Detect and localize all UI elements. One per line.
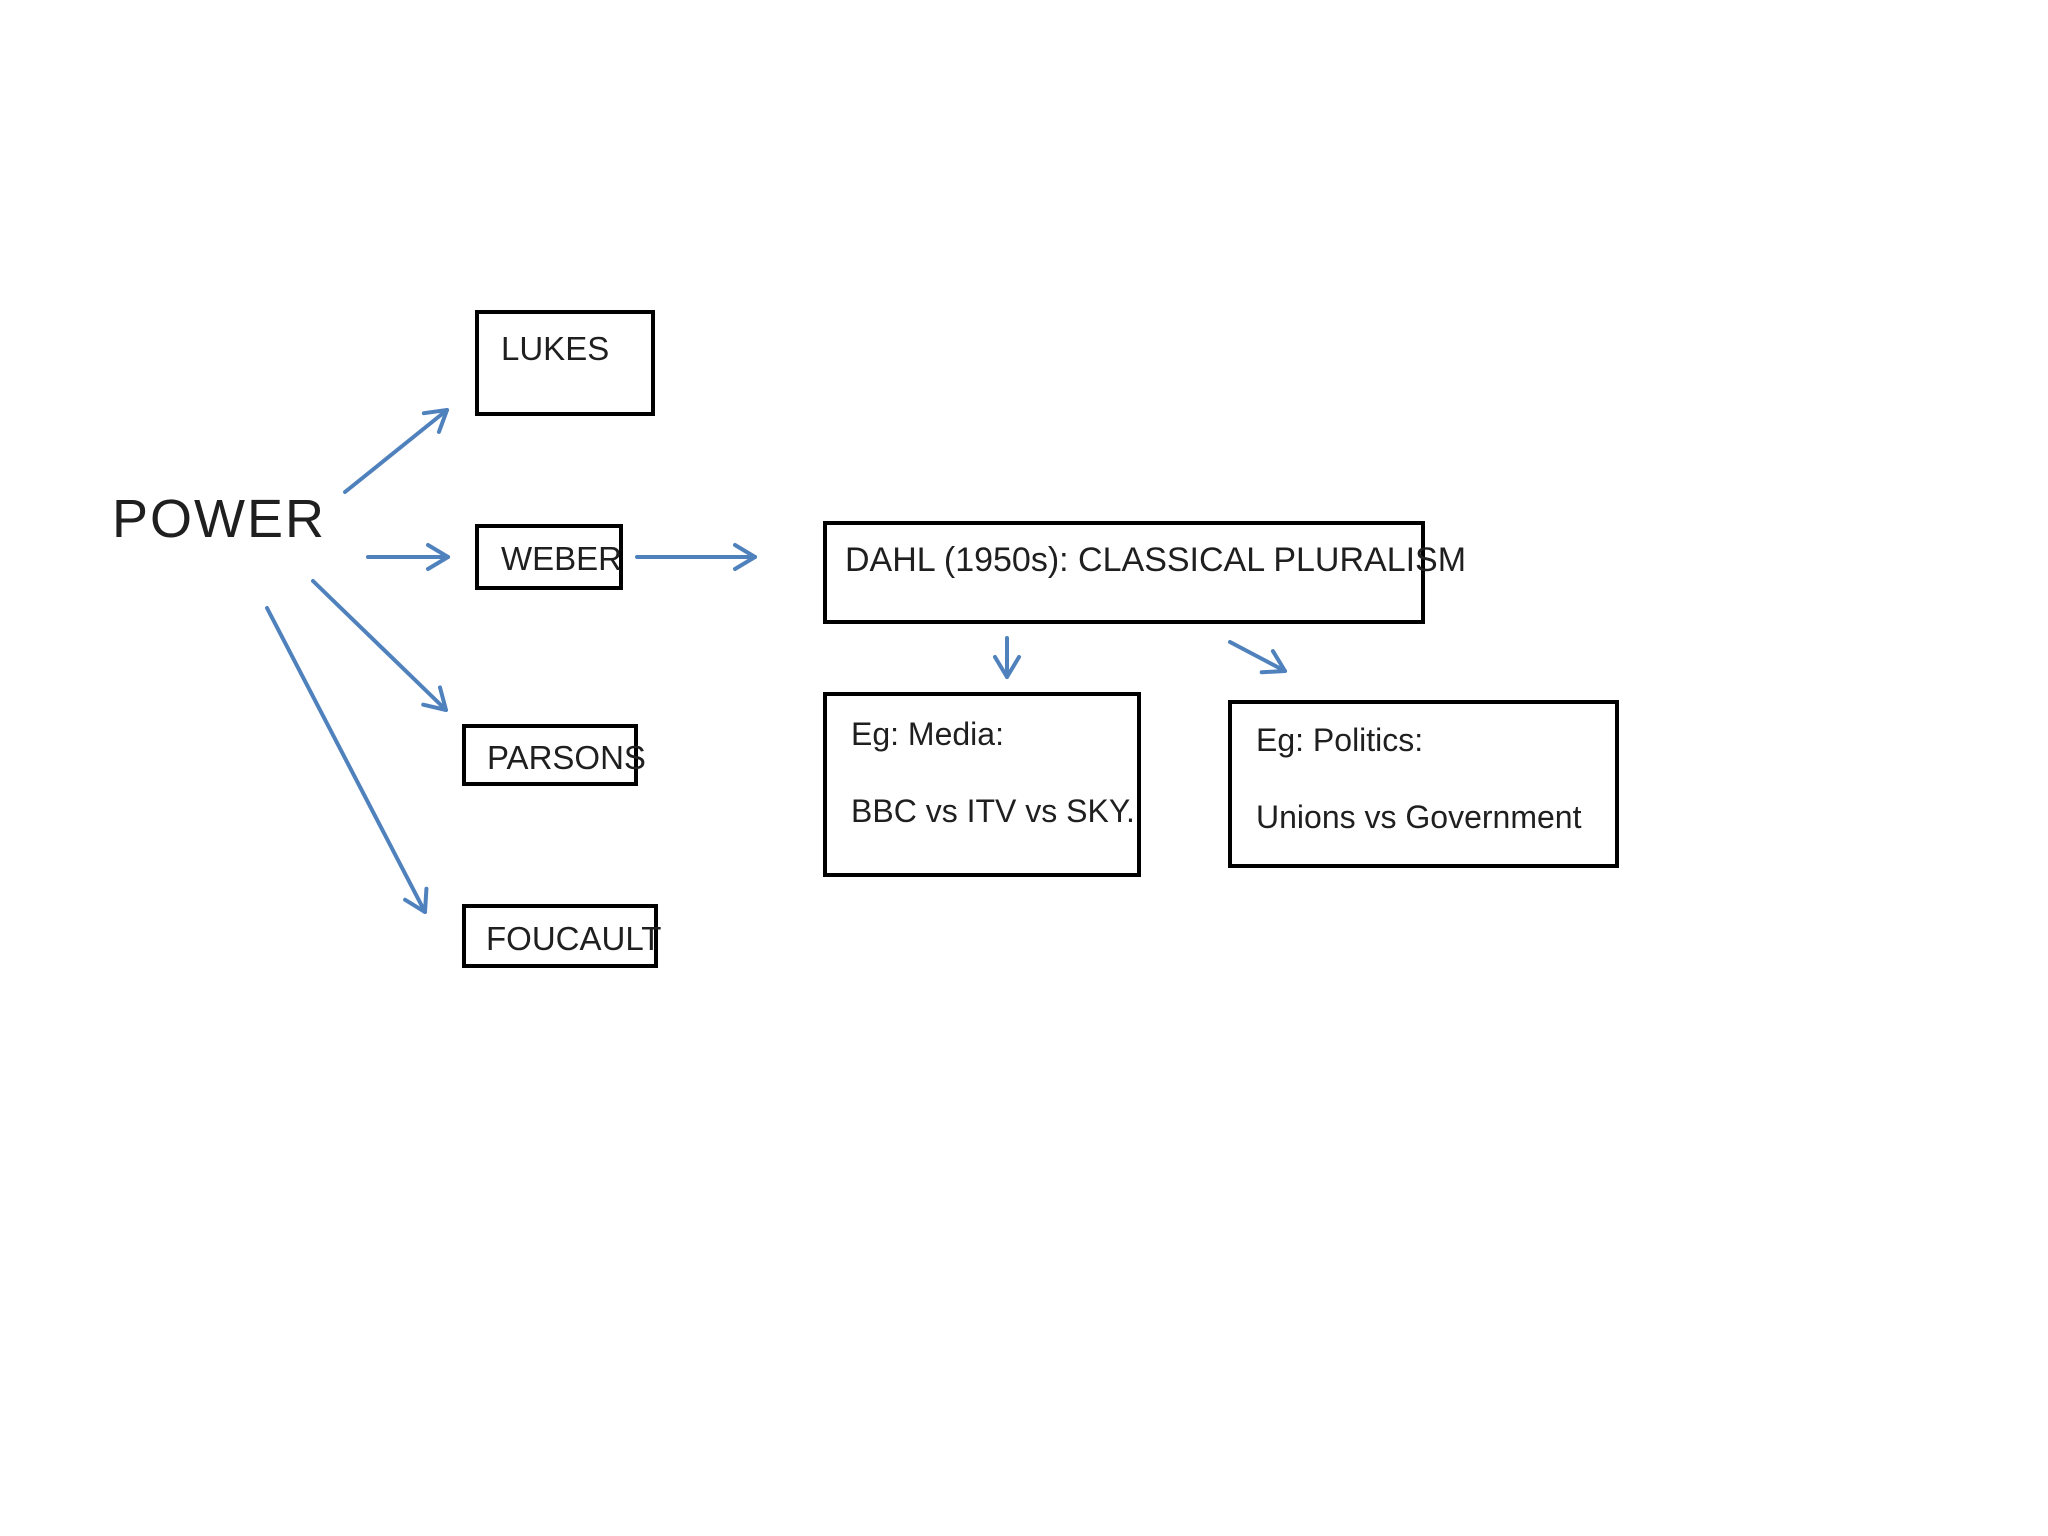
- node-lukes: LUKES: [475, 310, 655, 416]
- arrow-power-to-foucault: [265, 606, 429, 914]
- node-weber-label: WEBER: [501, 540, 623, 577]
- node-politics-example: Eg: Politics: Unions vs Government: [1228, 700, 1619, 868]
- node-parsons-label: PARSONS: [487, 739, 646, 776]
- node-media-example: Eg: Media: BBC vs ITV vs SKY.: [823, 692, 1141, 877]
- arrow-power-to-lukes: [343, 408, 449, 494]
- arrow-power-to-parsons: [311, 579, 448, 712]
- arrow-dahl-to-politics: [1228, 640, 1287, 675]
- node-foucault: FOUCAULT: [462, 904, 662, 968]
- node-politics-detail: Unions vs Government: [1256, 798, 1582, 835]
- node-lukes-label: LUKES: [501, 330, 610, 367]
- node-politics-heading: Eg: Politics:: [1256, 722, 1424, 758]
- node-parsons: PARSONS: [462, 724, 646, 786]
- node-weber: WEBER: [475, 524, 623, 590]
- node-foucault-label: FOUCAULT: [486, 920, 662, 957]
- node-media-heading: Eg: Media:: [851, 716, 1004, 752]
- node-dahl: DAHL (1950s): CLASSICAL PLURALISM: [823, 521, 1466, 624]
- power-root-label: POWER: [112, 489, 327, 549]
- node-media-detail: BBC vs ITV vs SKY.: [851, 792, 1135, 829]
- node-dahl-label: DAHL (1950s): CLASSICAL PLURALISM: [845, 541, 1467, 579]
